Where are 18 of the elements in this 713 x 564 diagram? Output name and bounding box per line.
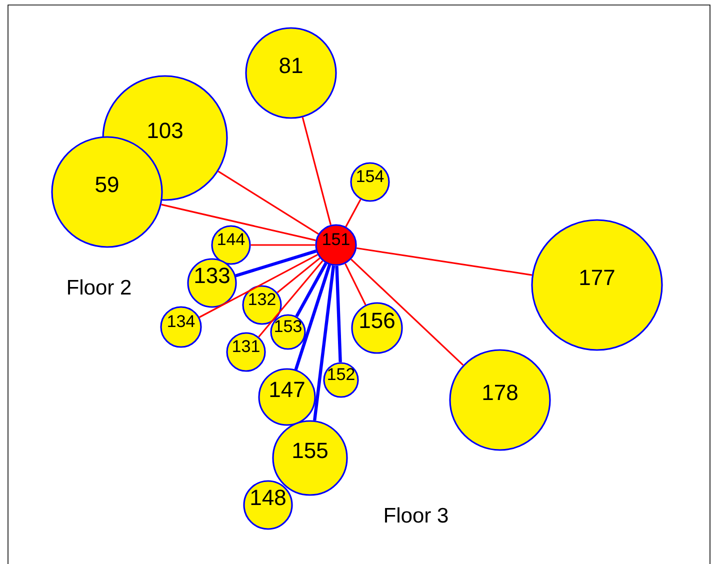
edge-line [235,250,317,278]
edge-line [313,265,336,421]
edge-line [199,254,318,318]
edge-line [218,170,319,235]
edge-line [344,263,366,306]
floor-label: Floor 2 [68,279,131,295]
edge-line [276,257,320,294]
edge-line [250,244,316,246]
edge-line [302,117,332,226]
edge-line [345,199,362,228]
edge-line [335,266,342,362]
edge-line [356,247,532,276]
edge-line [295,262,328,318]
edge-line [294,264,332,370]
edge-line [350,258,464,366]
floor-label: Floor 3 [385,507,448,523]
edge-line [161,204,316,242]
edge-line [258,260,324,338]
